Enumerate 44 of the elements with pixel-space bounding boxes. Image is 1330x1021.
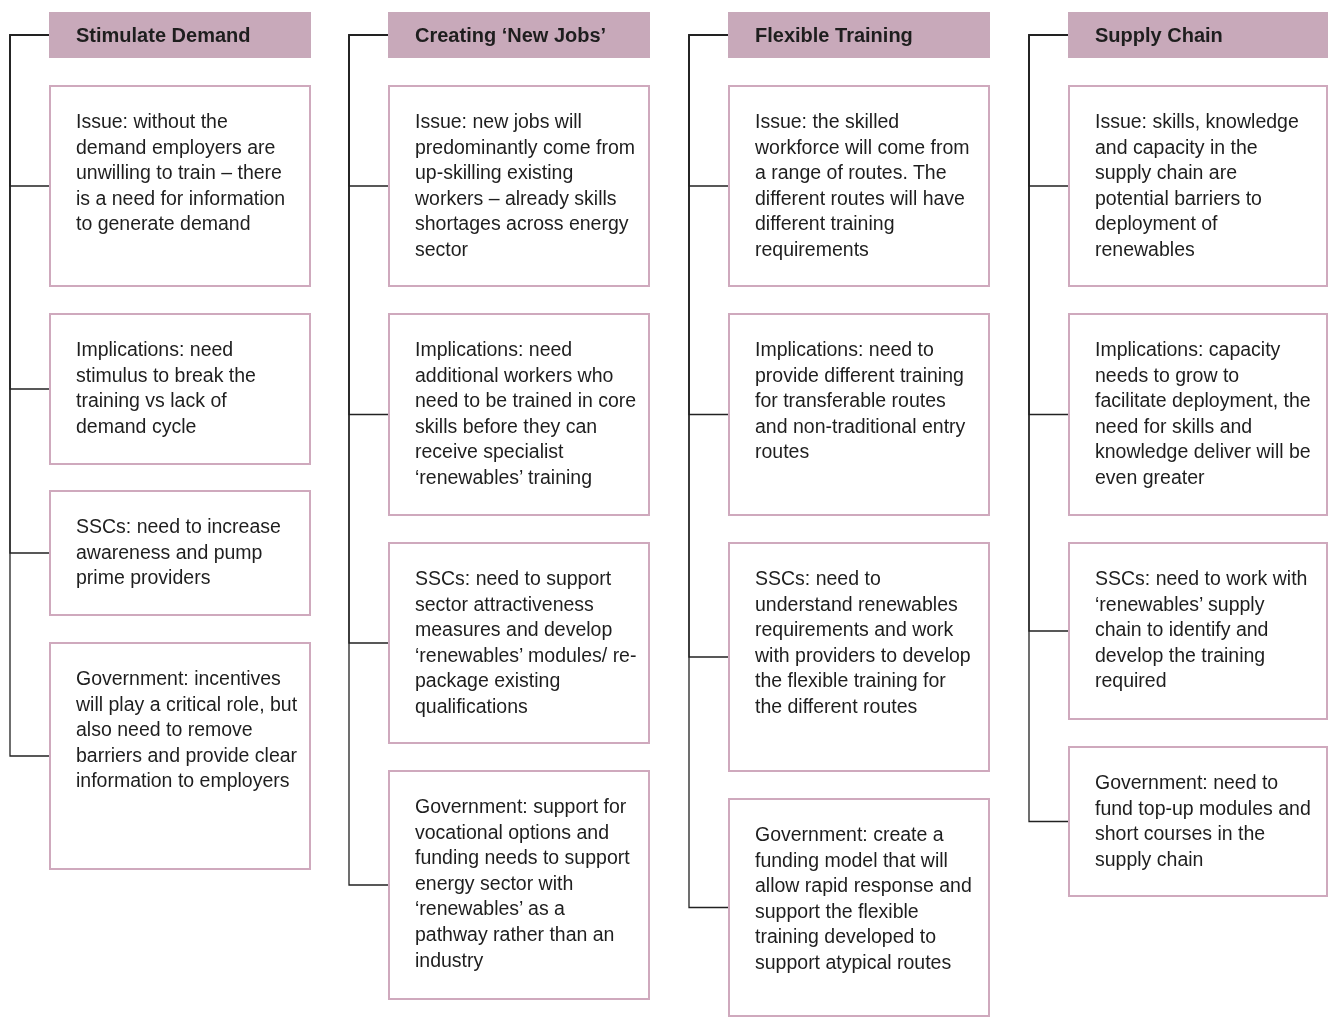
text-card — [728, 542, 990, 772]
card-text: Government: need to fund top-up modules and short courses in the supply chain — [1095, 770, 1312, 872]
header-bar — [388, 12, 650, 58]
card-text: Issue: without the demand employers are unwilling to train – there is a need for information to generate demand — [76, 109, 287, 237]
text-card — [49, 85, 311, 287]
card-text: Implications: capacity needs to grow to facilitate deployment, the need for skills and knowledge deliver will be even greater — [1095, 337, 1312, 490]
text-card — [49, 642, 311, 870]
card-text: SSCs: need to increase awareness and pump prime providers — [76, 514, 282, 591]
column-heading: Creating ‘New Jobs’ — [415, 23, 607, 47]
card-text: Government: support for vocational options and funding needs to support energy sector with ‘renewables’ as a pathway rather than an industry — [415, 794, 631, 973]
text-card — [49, 490, 311, 616]
text-card — [388, 85, 650, 287]
card-text: Issue: skills, knowledge and capacity in the supply chain are potential barriers to deployment of renewables — [1095, 109, 1300, 262]
text-card — [1068, 746, 1328, 897]
connector-line — [688, 34, 729, 909]
text-card — [49, 313, 311, 465]
text-card — [728, 85, 990, 287]
text-card — [1068, 313, 1328, 516]
column-heading: Supply Chain — [1095, 23, 1223, 47]
card-text: Implications: need to provide different training for transferable routes and non-traditional entry routes — [755, 337, 967, 465]
text-card — [728, 313, 990, 516]
text-card — [388, 542, 650, 744]
card-text: Implications: need additional workers who need to be trained in core skills before they can receive specialist ‘renewables’ training — [415, 337, 638, 490]
connector-line — [1028, 34, 1069, 823]
card-text: Government: incentives will play a critical role, but also need to remove barriers and provide clear information to employers — [76, 666, 299, 794]
header-bar — [1068, 12, 1328, 58]
text-card — [1068, 542, 1328, 720]
connector-line — [9, 34, 50, 757]
text-card — [388, 770, 650, 1000]
card-text: SSCs: need to work with ‘renewables’ supply chain to identify and develop the training required — [1095, 566, 1309, 694]
card-text: Implications: need stimulus to break the training vs lack of demand cycle — [76, 337, 257, 439]
card-text: SSCs: need to understand renewables requirements and work with providers to develop the flexible training for the different routes — [755, 566, 972, 719]
column-heading: Stimulate Demand — [76, 23, 251, 47]
text-card — [728, 798, 990, 1017]
card-text: Government: create a funding model that will allow rapid response and support the flexible training developed to support atypical routes — [755, 822, 973, 975]
column-heading: Flexible Training — [755, 23, 913, 47]
card-text: SSCs: need to support sector attractiveness measures and develop ‘renewables’ modules/ re-package existing qualifications — [415, 566, 638, 719]
text-card — [388, 313, 650, 516]
card-text: Issue: the skilled workforce will come from a range of routes. The different routes will have different training requirements — [755, 109, 971, 262]
header-bar — [49, 12, 311, 58]
card-text: Issue: new jobs will predominantly come from up-skilling existing workers – already skills shortages across energy sector — [415, 109, 636, 262]
connector-line — [348, 34, 389, 886]
text-card — [1068, 85, 1328, 287]
header-bar — [728, 12, 990, 58]
